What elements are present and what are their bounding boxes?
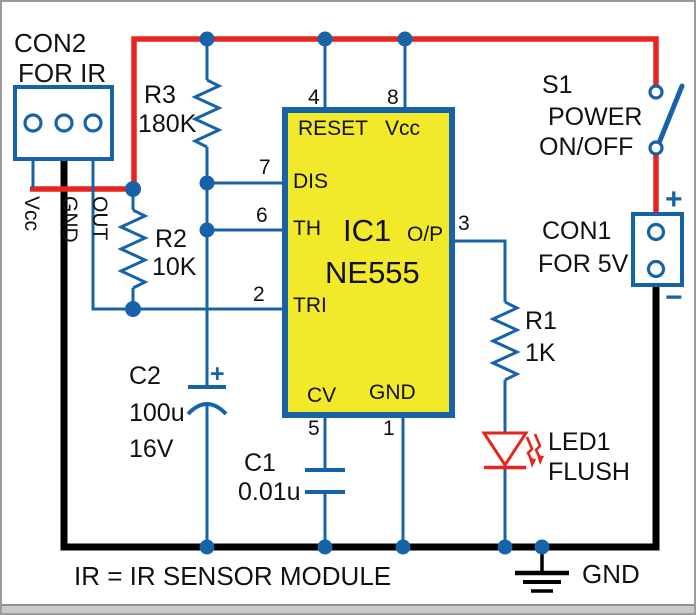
c2-ref: C2 [129,362,161,390]
ic-pin-op-label: O/P [407,223,444,246]
con1-minus-sign: − [665,281,683,314]
ic-pin-cv-label: CV [307,384,337,407]
ic-ref: IC1 [343,213,392,248]
c1-value: 0.01u [238,478,301,506]
con1-plus-hole [646,222,666,242]
ic-pin-gnd-label: GND [369,381,416,404]
out-to-trigger-wire [91,159,285,311]
ic-part-number: NE555 [325,255,420,290]
ic-pin-tri-label: TRI [293,294,327,317]
led-triangle [481,431,529,468]
switch-lever [656,83,685,146]
r3-value: 180K [138,110,197,138]
output-pin-wire [452,239,507,302]
ic-pin-reset-label: RESET [298,117,369,140]
switch-bottom-contact [648,140,664,156]
c2-voltage: 16V [129,435,174,463]
c2-plus-sign: + [210,360,225,388]
con2-pin-vcc-label: Vcc [20,196,43,232]
caption-text: IR = IR SENSOR MODULE [74,561,392,591]
con1-minus-hole [646,259,666,279]
s1-label-line1: POWER [548,103,643,131]
ic-pin-dis-label: DIS [293,170,329,193]
capacitor-c2-curved-plate [186,402,228,416]
ic-pin4-number: 4 [308,86,320,109]
led-flash-arrow-1 [525,436,535,464]
con1-plus-sign: + [665,183,683,216]
ic-pin-vcc-label: Vcc [385,117,421,140]
ic-pin-th-label: TH [293,217,321,240]
junction-dots [125,31,550,555]
con1-purpose: FOR 5V [538,250,629,278]
s1-ref: S1 [542,71,573,99]
r2-ref: R2 [155,225,187,253]
led-ref: LED1 [548,428,611,456]
c2-value: 100u [129,399,185,427]
ic-pin3-number: 3 [458,212,470,235]
con2-purpose: FOR IR [18,58,107,88]
con2-pin2-hole [54,113,74,133]
ic-ne555-body [282,107,455,418]
con1-name: CON1 [542,217,612,245]
r2-value: 10K [152,253,197,281]
ground-label: GND [582,559,640,589]
con2-pin3-hole [83,113,103,133]
con2-pin-out-label: OUT [88,196,111,241]
led-flash-arrow-2 [533,433,543,461]
switch-top-contact [648,84,664,100]
image-bottom-strip [2,604,694,613]
resistor-r2-symbol [117,208,149,290]
con2-name: CON2 [14,28,87,58]
led-flash-arrowhead-2 [537,455,544,465]
ground-bus-wire [60,157,660,551]
ic-pin5-number: 5 [308,417,320,440]
resistor-r1-symbol [489,300,521,382]
s1-label-line2: ON/OFF [539,133,634,161]
r1-ref: R1 [525,307,557,335]
ic-pin8-number: 8 [387,86,399,109]
ic-pin6-number: 6 [256,204,268,227]
con2-pin1-hole [23,113,43,133]
c1-ref: C1 [244,449,276,477]
led-flash-arrowhead-1 [529,458,536,468]
r3-ref: R3 [144,81,176,109]
ic-pin1-number: 1 [383,417,395,440]
ic-pin2-number: 2 [253,283,265,306]
r1-value: 1K [525,339,556,367]
resistor-r3-symbol [191,78,223,149]
ic-pin7-number: 7 [259,156,271,179]
led-label: FLUSH [548,458,630,486]
con2-pin-gnd-label: GND [58,196,81,243]
positive-rail-wire [131,36,659,191]
